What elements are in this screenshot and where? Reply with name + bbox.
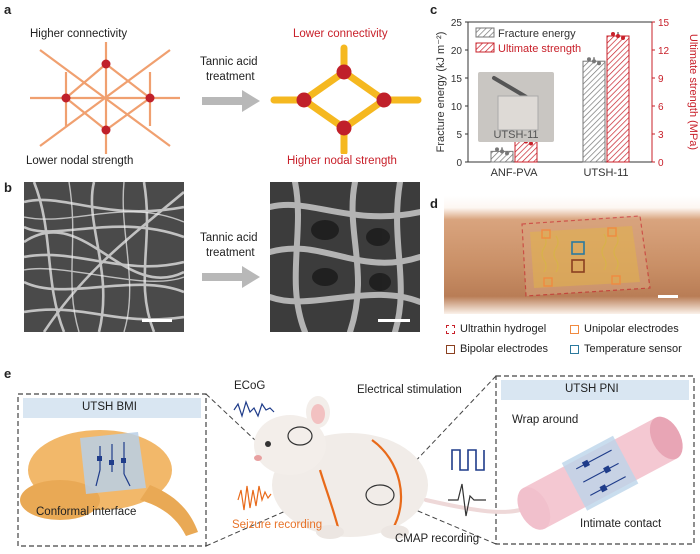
b-arrow-label-line1: Tannic acid: [200, 232, 258, 244]
b-scale-bar-after: [378, 319, 410, 322]
e-left-box-title: UTSH BMI: [82, 401, 137, 413]
c-right-tick-label: 12: [658, 46, 670, 57]
panel-letter-e: e: [4, 366, 12, 381]
c-legend-swatch: [475, 42, 495, 53]
c-data-point: [621, 36, 625, 40]
c-data-point: [505, 151, 509, 156]
e-electrical-stimulation-label: Electrical stimulation: [357, 384, 462, 396]
d-legend-label-temperature: Temperature sensor: [584, 343, 682, 355]
d-device-on-skin: [521, 215, 678, 298]
d-legend-swatch-bipolar: [446, 344, 455, 354]
c-ylabel-right: Ultimate strength (MPa): [687, 34, 699, 150]
d-legend-temperature: Temperature sensor: [570, 343, 682, 355]
panel-letter-a: a: [4, 2, 12, 17]
c-bar-utsh-11-strength: [606, 35, 630, 163]
c-bar-anf-pva-strength: [514, 140, 538, 163]
d-legend-swatch-unipolar: [570, 324, 579, 334]
a-right-bottom-label: Higher nodal strength: [287, 155, 397, 167]
b-scale-bar-before: [142, 319, 172, 322]
c-data-point: [587, 57, 591, 62]
a-low-connectivity-network: [270, 44, 422, 154]
d-legend-unipolar: Unipolar electrodes: [570, 323, 679, 335]
e-seizure-recording-label: Seizure recording: [232, 519, 323, 531]
c-legend-label: Fracture energy: [498, 28, 576, 40]
e-right-box-header: [501, 380, 689, 400]
a-left-top-label: Higher connectivity: [30, 28, 128, 40]
c-xtick-label: UTSH-11: [583, 167, 628, 179]
a-left-bottom-label: Lower nodal strength: [26, 155, 134, 167]
d-legend-swatch-hydrogel: [446, 324, 455, 334]
c-right-tick-label: 9: [658, 74, 664, 85]
e-illustration: [17, 375, 695, 547]
c-data-point: [495, 147, 499, 152]
d-legend-label-unipolar: Unipolar electrodes: [584, 323, 679, 335]
c-data-point: [500, 149, 504, 154]
a-arrow-label-line2: treatment: [206, 71, 255, 83]
d-legend-label-hydrogel: Ultrathin hydrogel: [460, 323, 547, 335]
panel-letter-b: b: [4, 180, 12, 195]
c-right-tick-label: 15: [658, 18, 670, 29]
a-high-connectivity-network: [30, 42, 180, 154]
e-ecog-label: ECoG: [234, 380, 266, 392]
c-data-point: [616, 34, 620, 38]
c-legend-swatch: [475, 27, 495, 38]
d-skin-photo: [444, 196, 700, 314]
d-legend-ultrathin-hydrogel: Ultrathin hydrogel: [446, 323, 546, 335]
e-wrap-around-label: Wrap around: [512, 414, 579, 426]
c-data-point: [529, 141, 533, 146]
d-legend-swatch-temperature: [570, 344, 579, 354]
c-left-tick-label: 10: [451, 102, 463, 113]
d-legend-bipolar: Bipolar electrodes: [446, 343, 548, 355]
e-cmap-recording-label: CMAP recording: [395, 533, 480, 545]
c-bar-utsh-11-fracture: [582, 60, 606, 163]
c-data-point: [611, 32, 615, 36]
c-left-tick-label: 20: [451, 46, 463, 57]
b-arrow-label-line2: treatment: [206, 247, 255, 259]
b-sem-image-before: [24, 182, 184, 332]
a-arrow-label-line1: Tannic acid: [200, 56, 258, 68]
c-right-tick-label: 6: [658, 102, 664, 113]
c-left-tick-label: 5: [456, 130, 462, 141]
c-left-tick-label: 0: [456, 158, 462, 169]
panel-letter-d: d: [430, 196, 438, 211]
c-right-tick-label: 3: [658, 130, 664, 141]
b-sem-after-texture: [270, 182, 420, 332]
a-arrow-icon: [202, 90, 260, 112]
a-right-top-label: Lower connectivity: [293, 28, 388, 40]
c-right-tick-label: 0: [658, 158, 664, 169]
e-intimate-contact-label: Intimate contact: [580, 518, 662, 530]
c-ylabel-left: Fracture energy (kJ m⁻²): [435, 32, 447, 153]
c-xtick-label: ANF-PVA: [491, 167, 539, 179]
c-data-point: [592, 59, 596, 64]
c-legend-label: Ultimate strength: [498, 43, 581, 55]
b-sem-image-after: [270, 182, 420, 332]
b-sem-before-texture: [24, 182, 184, 332]
c-data-point: [597, 61, 601, 66]
c-left-tick-label: 15: [451, 74, 463, 85]
c-inset-label: UTSH-11: [493, 129, 538, 141]
e-left-box-caption: Conformal interface: [36, 506, 137, 518]
b-arrow-icon: [202, 266, 260, 288]
e-right-box-title: UTSH PNI: [565, 383, 619, 395]
panel-letter-c: c: [430, 2, 438, 17]
d-legend-label-bipolar: Bipolar electrodes: [460, 343, 549, 355]
e-left-box-header: [23, 398, 201, 418]
c-inset-film: [497, 95, 539, 131]
c-left-tick-label: 25: [451, 18, 463, 29]
